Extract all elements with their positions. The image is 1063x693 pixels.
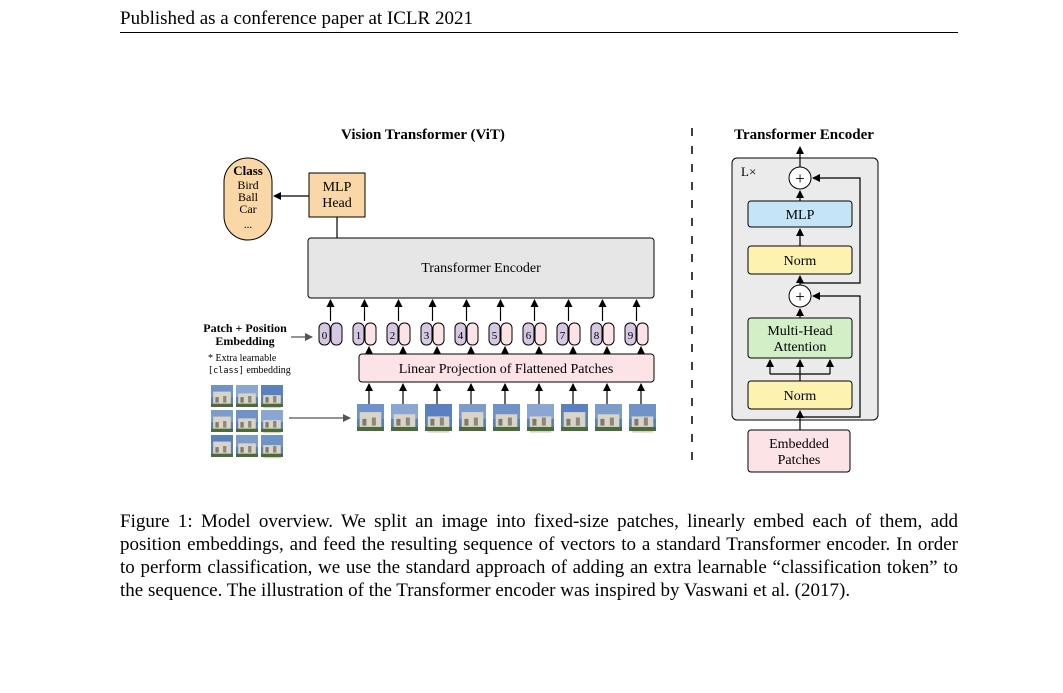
running-header: Published as a conference paper at ICLR … (120, 8, 473, 29)
patch-embedding-token (636, 322, 649, 346)
plus-symbol: + (795, 169, 805, 188)
patch-embedding-token (398, 322, 411, 346)
patch-embedding-token (466, 322, 479, 346)
position-index-label: 5 (492, 330, 498, 342)
class-box-title: Class (233, 163, 263, 178)
position-embedding-token (488, 322, 501, 346)
flattened-patch (357, 404, 384, 431)
transformer-encoder-label: Transformer Encoder (421, 261, 541, 276)
image-grid-patch (261, 385, 283, 409)
flattened-patch (391, 404, 418, 431)
norm-bottom-label: Norm (784, 389, 817, 404)
patch-embedding-token (364, 322, 377, 346)
embedded-patches-label: Patches (778, 453, 821, 468)
mlp-head-label: Head (322, 196, 352, 211)
attention-label: Multi-Head (767, 324, 832, 339)
projection-arrows (365, 346, 645, 404)
patch-position-label: Patch + Position (203, 321, 287, 335)
header-rule (120, 32, 958, 33)
extra-learnable-note: * Extra learnable (208, 353, 277, 364)
position-embedding-token (522, 322, 535, 346)
position-index-label: 0 (322, 330, 328, 342)
flattened-patch (425, 404, 452, 433)
image-grid-patch (211, 385, 233, 407)
embedded-patches-label: Embedded (769, 437, 829, 452)
class-box (223, 157, 273, 241)
position-embedding-token (386, 322, 399, 346)
position-embedding-token (318, 322, 331, 346)
image-grid-patch (236, 435, 258, 457)
flattened-patch (595, 404, 622, 431)
residual-connection-top (800, 174, 861, 284)
position-embedding-token (352, 322, 365, 346)
class-embedding-word: embedding (244, 365, 291, 376)
position-index-label: 4 (458, 330, 464, 342)
vit-figure: Vision Transformer (ViT) Class Bird Ball… (203, 127, 879, 473)
position-embedding-token (454, 322, 467, 346)
patch-embedding-token (602, 322, 615, 346)
position-index-label: 3 (424, 330, 430, 342)
patch-position-label: Embedding (215, 334, 274, 348)
flattened-patch-sequence (357, 404, 656, 433)
norm-top-label: Norm (784, 254, 817, 269)
patch-embedding-token (568, 322, 581, 346)
position-index-label: 8 (594, 330, 600, 342)
patch-embedding-token (534, 322, 547, 346)
image-grid-patch (261, 410, 283, 434)
image-grid-patch (236, 385, 258, 407)
vit-title: Vision Transformer (ViT) (341, 127, 505, 143)
flattened-patch (459, 404, 486, 431)
figure-caption: Figure 1: Model overview. We split an im… (120, 511, 958, 601)
position-embedding-token (624, 322, 637, 346)
mlp-head-label: MLP (323, 180, 352, 195)
flattened-patch (629, 404, 656, 433)
class-item: Ball (238, 190, 259, 204)
patch-embedding-token (500, 322, 513, 346)
class-embedding-note: [class] embedding (208, 365, 291, 376)
repeat-label: L× (741, 164, 756, 179)
residual-connection-bottom (800, 292, 861, 418)
encoder-title: Transformer Encoder (734, 127, 874, 143)
position-index-label: 6 (526, 330, 532, 342)
image-grid-patch (236, 410, 258, 432)
patch-embedding-token (432, 322, 445, 346)
linear-projection-box (358, 353, 655, 383)
plus-symbol: + (795, 287, 805, 306)
token-arrows (326, 299, 641, 321)
attention-label: Attention (774, 340, 827, 355)
position-embedding-token (420, 322, 433, 346)
linear-projection-label: Linear Projection of Flattened Patches (399, 362, 614, 377)
position-index-label: 7 (560, 330, 566, 342)
flattened-patch (493, 404, 520, 431)
image-grid-patch (261, 435, 283, 459)
embedded-patches-box (747, 429, 851, 473)
patch-embedding-token (330, 322, 343, 346)
position-index-label: 2 (390, 330, 396, 342)
class-item: ... (244, 219, 253, 231)
position-index-label: 9 (628, 330, 634, 342)
class-item: Bird (237, 178, 258, 192)
image-grid-patch (211, 410, 233, 432)
norm-bottom-box (747, 380, 853, 410)
encoder-mlp-label: MLP (786, 208, 815, 223)
image-grid-patch (211, 435, 233, 457)
flattened-patch (561, 404, 588, 431)
position-embedding-token (590, 322, 603, 346)
class-item: Car (239, 202, 256, 216)
position-index-label: 1 (356, 330, 362, 342)
position-embedding-token (556, 322, 569, 346)
input-image-grid (211, 385, 283, 459)
flattened-patch (527, 404, 554, 433)
class-embedding-code: [class] (208, 366, 244, 376)
transformer-encoder-box (307, 237, 655, 299)
